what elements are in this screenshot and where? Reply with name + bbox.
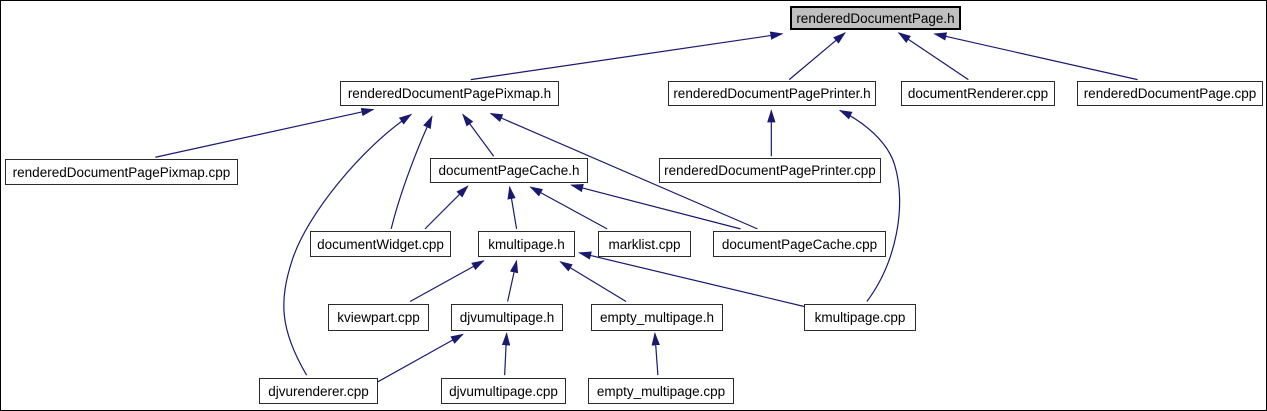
edge-renderedDocumentPagePrinter.h-to-renderedDocumentPage.h <box>788 32 846 81</box>
edge-documentWidget.cpp-to-renderedDocumentPagePixmap.h <box>390 115 433 230</box>
node-kmultipage.h[interactable]: kmultipage.h <box>478 231 575 257</box>
node-documentPageCache.h[interactable]: documentPageCache.h <box>430 158 588 183</box>
node-documentRenderer.cpp[interactable]: documentRenderer.cpp <box>901 81 1055 106</box>
node-kviewpart.cpp[interactable]: kviewpart.cpp <box>328 304 429 331</box>
edge-documentPageCache.h-to-renderedDocumentPagePixmap.h <box>462 113 495 157</box>
edge-kmultipage.cpp-to-renderedDocumentPagePrinter.h <box>838 109 901 302</box>
node-label: documentWidget.cpp <box>317 236 444 252</box>
node-renderedDocumentPage.cpp[interactable]: renderedDocumentPage.cpp <box>1077 81 1263 106</box>
node-label: documentPageCache.h <box>438 163 580 178</box>
edge-empty_multipage.cpp-to-empty_multipage.h <box>651 332 660 376</box>
node-documentWidget.cpp[interactable]: documentWidget.cpp <box>310 231 451 257</box>
node-djvumultipage.cpp[interactable]: djvumultipage.cpp <box>441 378 566 404</box>
edge-djvumultipage.cpp-to-djvumultipage.h <box>501 332 511 376</box>
node-label: marklist.cpp <box>608 236 681 252</box>
edge-djvurenderer.cpp-to-renderedDocumentPagePixmap.h <box>283 113 413 376</box>
node-label: renderedDocumentPage.cpp <box>1083 86 1257 101</box>
node-label: empty_multipage.cpp <box>596 383 726 399</box>
node-djvurenderer.cpp[interactable]: djvurenderer.cpp <box>259 378 378 404</box>
node-label: kmultipage.h <box>488 236 565 252</box>
edge-empty_multipage.h-to-kmultipage.h <box>559 261 627 303</box>
node-label: renderedDocumentPage.h <box>796 10 955 26</box>
node-label: documentPageCache.cpp <box>721 236 878 252</box>
edge-djvumultipage.h-to-kmultipage.h <box>507 259 519 302</box>
node-renderedDocumentPagePrinter.h[interactable]: renderedDocumentPagePrinter.h <box>668 81 876 106</box>
node-label: kviewpart.cpp <box>337 310 420 325</box>
node-label: empty_multipage.h <box>599 310 715 325</box>
node-djvumultipage.h[interactable]: djvumultipage.h <box>451 304 563 331</box>
edge-documentPageCache.cpp-to-documentPageCache.h <box>570 184 741 230</box>
node-label: djvumultipage.cpp <box>449 383 558 399</box>
node-label: documentRenderer.cpp <box>907 86 1049 101</box>
node-label: renderedDocumentPagePixmap.cpp <box>12 164 231 180</box>
edge-renderedDocumentPagePixmap.h-to-renderedDocumentPage.h <box>470 31 784 81</box>
node-renderedDocumentPagePixmap.cpp[interactable]: renderedDocumentPagePixmap.cpp <box>5 159 238 185</box>
node-documentPageCache.cpp[interactable]: documentPageCache.cpp <box>713 231 886 257</box>
node-renderedDocumentPagePixmap.h[interactable]: renderedDocumentPagePixmap.h <box>340 81 559 106</box>
edge-djvurenderer.cpp-to-djvumultipage.h <box>376 333 464 383</box>
node-kmultipage.cpp[interactable]: kmultipage.cpp <box>804 304 916 331</box>
node-label: djvurenderer.cpp <box>268 383 369 399</box>
edge-documentWidget.cpp-to-documentPageCache.h <box>424 185 469 230</box>
node-label: renderedDocumentPagePixmap.h <box>347 86 552 101</box>
node-marklist.cpp[interactable]: marklist.cpp <box>598 231 691 257</box>
node-label: kmultipage.cpp <box>814 310 906 325</box>
node-label: renderedDocumentPagePrinter.h <box>673 86 871 101</box>
edge-renderedDocumentPage.cpp-to-renderedDocumentPage.h <box>933 32 1138 81</box>
edge-documentPageCache.cpp-to-renderedDocumentPagePixmap.h <box>489 112 758 230</box>
edge-renderedDocumentPagePixmap.cpp-to-renderedDocumentPagePixmap.h <box>155 107 375 158</box>
node-label: renderedDocumentPagePrinter.cpp <box>664 163 876 178</box>
node-renderedDocumentPage.h[interactable]: renderedDocumentPage.h <box>790 6 961 30</box>
node-label: djvumultipage.h <box>459 310 555 325</box>
edge-marklist.cpp-to-documentPageCache.h <box>529 186 608 230</box>
node-empty_multipage.h[interactable]: empty_multipage.h <box>591 304 723 331</box>
edge-documentRenderer.cpp-to-renderedDocumentPage.h <box>897 32 969 81</box>
edge-kviewpart.cpp-to-kmultipage.h <box>409 260 485 303</box>
edge-kmultipage.cpp-to-kmultipage.h <box>578 251 805 308</box>
edge-kmultipage.h-to-documentPageCache.h <box>507 185 518 229</box>
node-renderedDocumentPagePrinter.cpp[interactable]: renderedDocumentPagePrinter.cpp <box>659 158 881 183</box>
node-empty_multipage.cpp[interactable]: empty_multipage.cpp <box>588 378 734 404</box>
